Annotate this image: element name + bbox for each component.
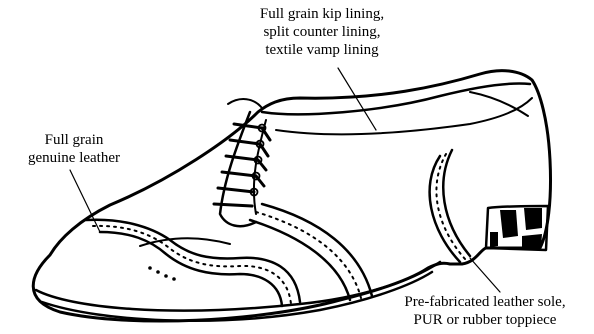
heel-stripe bbox=[490, 232, 498, 247]
tongue bbox=[228, 99, 262, 108]
heel-stripe bbox=[500, 210, 518, 238]
leader-line-upper bbox=[70, 170, 100, 232]
callout-upper-line-1: Full grain bbox=[0, 131, 148, 149]
heel-stripe bbox=[524, 208, 542, 230]
callout-upper-text: Full grain genuine leather bbox=[0, 131, 148, 167]
callout-upper-line-2: genuine leather bbox=[0, 149, 148, 167]
shoe-outline bbox=[33, 71, 550, 321]
callout-lining-line-1: Full grain kip lining, bbox=[222, 5, 422, 23]
heel-stripe bbox=[522, 234, 542, 249]
quarter-counter-outer bbox=[443, 150, 470, 256]
leader-line-lining bbox=[338, 68, 376, 130]
callout-lining-line-3: textile vamp lining bbox=[222, 41, 422, 59]
callout-sole-line-2: PUR or rubber toppiece bbox=[376, 311, 594, 329]
sole-bottom bbox=[42, 272, 432, 321]
collar-lining-edge bbox=[470, 92, 528, 116]
callout-sole-line-1: Pre-fabricated leather sole, bbox=[376, 293, 594, 311]
leader-line-sole bbox=[470, 258, 500, 292]
callout-lining-text: Full grain kip lining, split counter lin… bbox=[222, 5, 422, 59]
wingtip-inner bbox=[100, 232, 282, 306]
toe-medallion bbox=[148, 266, 176, 281]
callout-sole-text: Pre-fabricated leather sole, PUR or rubb… bbox=[376, 293, 594, 329]
callout-lining-line-2: split counter lining, bbox=[222, 23, 422, 41]
